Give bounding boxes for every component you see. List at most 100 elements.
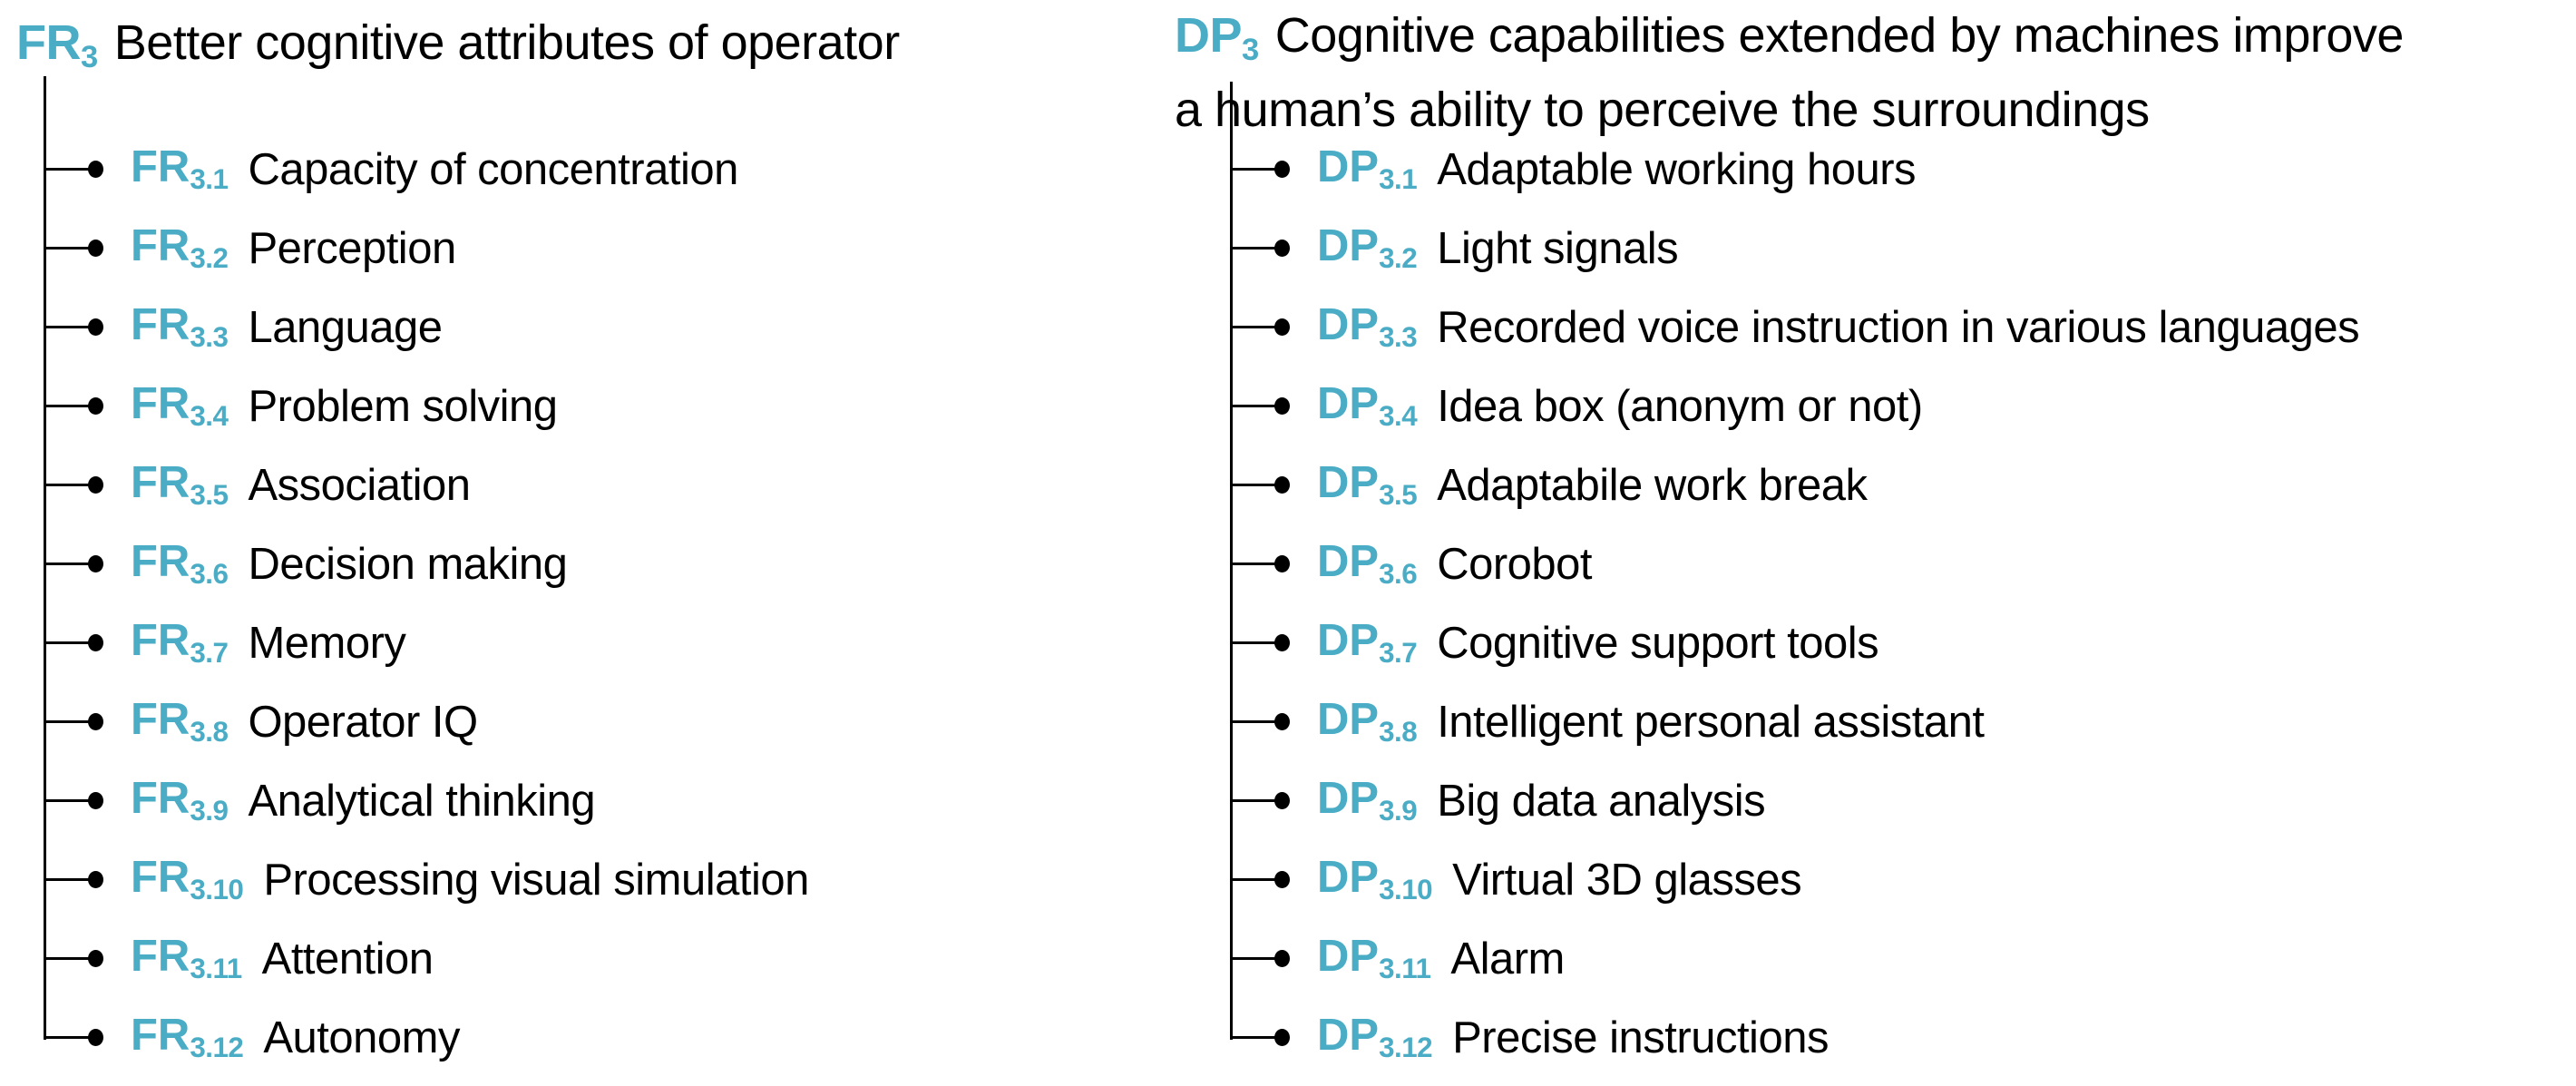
dp-root-text-line-1: Cognitive capabilities extended by machi…: [1274, 8, 2405, 63]
bullet-icon: [1274, 634, 1290, 651]
item-description: Problem solving: [248, 381, 558, 431]
branch-line: [1230, 878, 1277, 881]
bullet-icon: [88, 950, 103, 967]
item-description: Perception: [248, 223, 456, 273]
item-description: Operator IQ: [248, 697, 478, 747]
bullet-icon: [88, 1029, 103, 1046]
branch-line: [1230, 247, 1277, 249]
dp-tree-trunk-line: [1230, 82, 1233, 1040]
bullet-icon: [88, 555, 103, 572]
item-id-label: FR3.2: [131, 221, 229, 275]
branch-line: [44, 326, 91, 328]
tree-item: FR3.12 Autonomy: [44, 998, 809, 1077]
item-id-label: FR3.5: [131, 458, 229, 512]
item-id-label: DP3.5: [1317, 458, 1418, 512]
item-id-label: DP3.2: [1317, 221, 1418, 275]
branch-line: [1230, 168, 1277, 171]
bullet-icon: [1274, 950, 1290, 967]
branch-line: [44, 720, 91, 723]
bullet-icon: [88, 871, 103, 888]
branch-line: [1230, 484, 1277, 486]
item-description: Association: [248, 460, 471, 510]
branch-line: [1230, 563, 1277, 565]
bullet-icon: [1274, 318, 1290, 336]
tree-item: DP3.5 Adaptabile work break: [1230, 445, 2359, 524]
bullet-icon: [88, 397, 103, 415]
item-description: Adaptable working hours: [1437, 144, 1917, 194]
branch-line: [44, 563, 91, 565]
bullet-icon: [88, 713, 103, 730]
item-id-label: DP3.4: [1317, 379, 1418, 433]
dp-root-line-1: DP3 Cognitive capabilities extended by ma…: [1175, 5, 2404, 80]
branch-line: [1230, 326, 1277, 328]
item-id-label: FR3.7: [131, 616, 229, 670]
branch-line: [44, 1036, 91, 1039]
fr-items: FR3.1 Capacity of concentration FR3.2 Pe…: [44, 130, 809, 1077]
item-id-label: DP3.7: [1317, 616, 1418, 670]
branch-line: [44, 484, 91, 486]
bullet-icon: [1274, 555, 1290, 572]
item-id-label: FR3.11: [131, 932, 242, 985]
item-id-label: FR3.9: [131, 774, 229, 827]
dp-root-id-label: DP3: [1175, 8, 1259, 67]
branch-line: [1230, 799, 1277, 802]
bullet-icon: [1274, 871, 1290, 888]
item-description: Intelligent personal assistant: [1437, 697, 1985, 747]
item-description: Decision making: [248, 539, 568, 589]
item-id-label: DP3.1: [1317, 142, 1418, 196]
dp-items: DP3.1 Adaptable working hours DP3.2 Ligh…: [1230, 130, 2360, 1077]
item-description: Virtual 3D glasses: [1452, 855, 1802, 905]
item-description: Idea box (anonym or not): [1437, 381, 1923, 431]
tree-item: DP3.11 Alarm: [1230, 919, 2359, 998]
item-description: Memory: [248, 618, 406, 668]
tree-item: FR3.11 Attention: [44, 919, 809, 998]
tree-item: FR3.2 Perception: [44, 209, 809, 288]
tree-item: FR3.1 Capacity of concentration: [44, 130, 809, 209]
branch-line: [1230, 957, 1277, 960]
item-id-label: DP3.12: [1317, 1011, 1433, 1064]
bullet-icon: [1274, 476, 1290, 494]
item-description: Attention: [261, 934, 434, 983]
item-description: Big data analysis: [1437, 776, 1766, 826]
bullet-icon: [1274, 161, 1290, 178]
branch-line: [1230, 641, 1277, 644]
fr-tree-trunk-line: [44, 76, 46, 1040]
item-description: Cognitive support tools: [1437, 618, 1879, 668]
item-description: Corobot: [1437, 539, 1593, 589]
item-description: Recorded voice instruction in various la…: [1437, 302, 2360, 352]
dp-root-id-subscript: 3: [1242, 32, 1259, 67]
branch-line: [44, 641, 91, 644]
bullet-icon: [88, 792, 103, 809]
item-id-label: FR3.8: [131, 695, 229, 748]
item-description: Light signals: [1437, 223, 1679, 273]
item-description: Language: [248, 302, 443, 352]
tree-item: FR3.3 Language: [44, 288, 809, 367]
dp-root-id: DP: [1175, 8, 1243, 63]
item-id-label: DP3.6: [1317, 537, 1418, 591]
tree-item: DP3.7 Cognitive support tools: [1230, 603, 2359, 682]
branch-line: [44, 799, 91, 802]
tree-item: DP3.9 Big data analysis: [1230, 761, 2359, 840]
item-description: Analytical thinking: [248, 776, 596, 826]
bullet-icon: [88, 476, 103, 494]
item-id-label: FR3.1: [131, 142, 229, 196]
item-id-label: DP3.9: [1317, 774, 1418, 827]
tree-item: FR3.10 Processing visual simulation: [44, 840, 809, 919]
bullet-icon: [1274, 792, 1290, 809]
bullet-icon: [1274, 713, 1290, 730]
branch-line: [44, 878, 91, 881]
item-id-label: DP3.8: [1317, 695, 1418, 748]
bullet-icon: [88, 634, 103, 651]
tree-item: DP3.4 Idea box (anonym or not): [1230, 367, 2359, 445]
tree-item: DP3.12 Precise instructions: [1230, 998, 2359, 1077]
item-id-label: FR3.3: [131, 300, 229, 354]
dp-root-line-2: a human’s ability to perceive the surrou…: [1175, 82, 2150, 137]
branch-line: [1230, 720, 1277, 723]
tree-item: DP3.10 Virtual 3D glasses: [1230, 840, 2359, 919]
tree-item: DP3.3 Recorded voice instruction in vari…: [1230, 288, 2360, 367]
dp-root-title: DP3 Cognitive capabilities extended by ma…: [1175, 5, 2404, 140]
item-description: Processing visual simulation: [263, 855, 809, 905]
tree-item: FR3.7 Memory: [44, 603, 809, 682]
fr-root-id-subscript: 3: [80, 39, 98, 74]
